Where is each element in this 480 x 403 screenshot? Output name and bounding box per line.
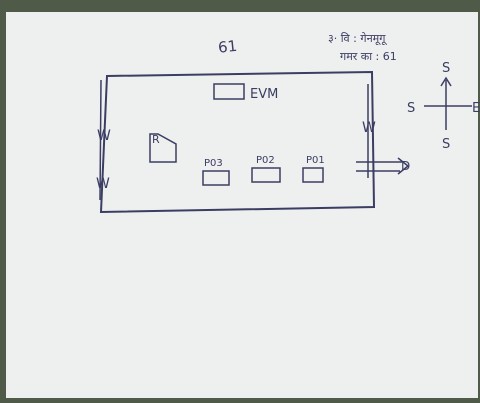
evm-box	[213, 83, 245, 100]
window-left-bottom-label: W	[96, 176, 110, 192]
po2-label: P02	[256, 155, 275, 166]
evm-label: EVM	[250, 87, 278, 102]
po3-label: P03	[204, 158, 223, 169]
compass-west-label: S	[407, 101, 415, 116]
door-label: D	[401, 159, 410, 173]
po1-label: P01	[306, 155, 325, 166]
page-number: 61	[217, 37, 238, 57]
po3-table	[202, 170, 230, 186]
room-outline	[99, 70, 376, 214]
po1-table	[302, 167, 324, 183]
paper-sheet	[6, 12, 478, 398]
door-arrow	[356, 157, 410, 175]
window-right-label: W	[362, 120, 376, 136]
compass-east-label: E	[472, 101, 480, 116]
po2-table	[251, 167, 281, 183]
pr-seat	[149, 133, 177, 163]
compass-rose: S S E S	[407, 61, 480, 152]
header-note-line1: ३· वि : गेनमूगू	[328, 32, 387, 46]
compass-north-arrow	[440, 76, 452, 87]
compass-north-label: S	[442, 61, 450, 76]
window-left-line	[99, 79, 102, 201]
window-left-top-label: W	[97, 128, 111, 144]
compass-south-label: S	[442, 137, 450, 152]
pr-label: R	[152, 133, 160, 146]
header-note-line2: गमर का : 61	[340, 50, 397, 63]
